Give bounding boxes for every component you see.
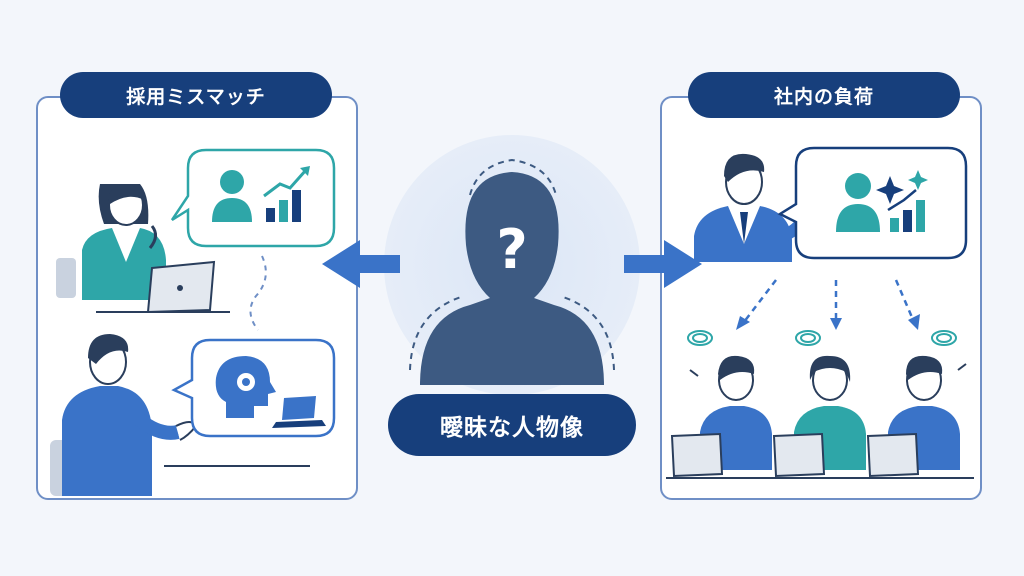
speech-bubble-skills bbox=[171, 338, 336, 438]
worker-2 bbox=[772, 355, 866, 478]
arrow-right-icon bbox=[624, 240, 702, 288]
left-panel-title: 採用ミスマッチ bbox=[60, 72, 332, 118]
sparkle-icon bbox=[876, 170, 928, 204]
ambiguous-person-silhouette: ? bbox=[409, 158, 615, 385]
woman-at-laptop bbox=[56, 184, 230, 314]
speech-bubble-ideal bbox=[777, 146, 968, 260]
speech-bubble-growth bbox=[170, 148, 336, 248]
laptop-icon bbox=[272, 396, 326, 428]
stress-swirl-icon bbox=[687, 330, 957, 346]
center-label: 曖昧な人物像 bbox=[388, 394, 636, 456]
person-icon bbox=[212, 170, 252, 222]
dashed-connector bbox=[249, 255, 267, 331]
person-icon bbox=[836, 173, 880, 232]
right-panel-title: 社内の負荷 bbox=[688, 72, 960, 118]
man-gesturing bbox=[50, 334, 310, 496]
question-mark-icon: ? bbox=[496, 218, 527, 281]
head-gear-icon bbox=[215, 356, 276, 418]
dashed-arrows bbox=[743, 279, 916, 323]
arrow-left-icon bbox=[322, 240, 400, 288]
growth-chart-icon bbox=[887, 189, 925, 232]
growth-chart-icon bbox=[263, 166, 310, 222]
worker-1 bbox=[670, 355, 772, 478]
worker-3 bbox=[866, 355, 967, 478]
presenter-man bbox=[694, 153, 824, 262]
